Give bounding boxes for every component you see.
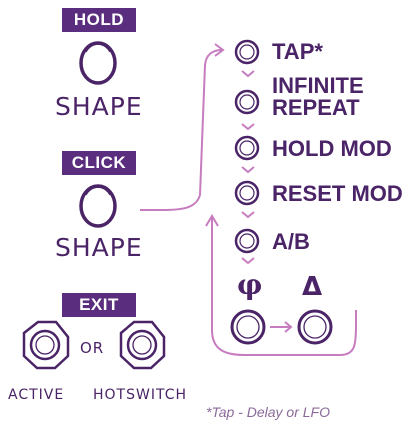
chevron-down-icon (241, 166, 255, 174)
phase-knob-icon (230, 309, 266, 345)
tap-arrowhead (214, 43, 225, 57)
hold-mod-knob-icon (234, 135, 260, 161)
phase-to-delta-arrowhead (284, 321, 293, 333)
mode-label-repeat: REPEAT (272, 95, 360, 120)
click-badge: CLICK (62, 151, 136, 175)
hotswitch-label: HOTSWITCH (93, 387, 187, 403)
reset-mod-knob-icon (234, 180, 260, 206)
active-label: ACTIVE (8, 387, 65, 403)
exit-badge: EXIT (62, 293, 136, 317)
chevron-down-icon (241, 211, 255, 219)
or-label: OR (80, 339, 105, 357)
click-shape-knob-icon (79, 184, 117, 228)
mode-label-infinite: INFINITE (272, 73, 364, 98)
mode-label-tap: TAP* (272, 39, 323, 64)
hold-shape-knob-icon (79, 41, 117, 85)
hotswitch-footswitch-icon (119, 320, 166, 370)
click-shape-label: SHAPE (55, 233, 143, 262)
mode-label-ab: A/B (272, 229, 310, 254)
mode-label-hold-mod: HOLD MOD (272, 136, 392, 161)
chevron-down-icon (241, 123, 255, 131)
return-loop-arrow (211, 218, 357, 356)
hold-shape-label: SHAPE (55, 92, 143, 121)
mode-label-reset-mod: RESET MOD (272, 181, 403, 206)
chevron-down-icon (241, 70, 255, 78)
footnote: *Tap - Delay or LFO (206, 404, 330, 420)
chevron-down-icon (241, 257, 255, 265)
return-loop-arrowhead (205, 214, 219, 227)
delta-symbol: Δ (302, 272, 323, 302)
active-footswitch-icon (22, 320, 70, 370)
tap-knob-icon (234, 39, 260, 65)
infinite-repeat-knob-icon (234, 89, 260, 115)
phase-symbol: φ (237, 268, 263, 301)
delta-knob-icon (297, 309, 333, 345)
hold-badge: HOLD (62, 8, 136, 32)
click-to-tap-arrow (139, 49, 223, 212)
ab-knob-icon (234, 228, 260, 254)
